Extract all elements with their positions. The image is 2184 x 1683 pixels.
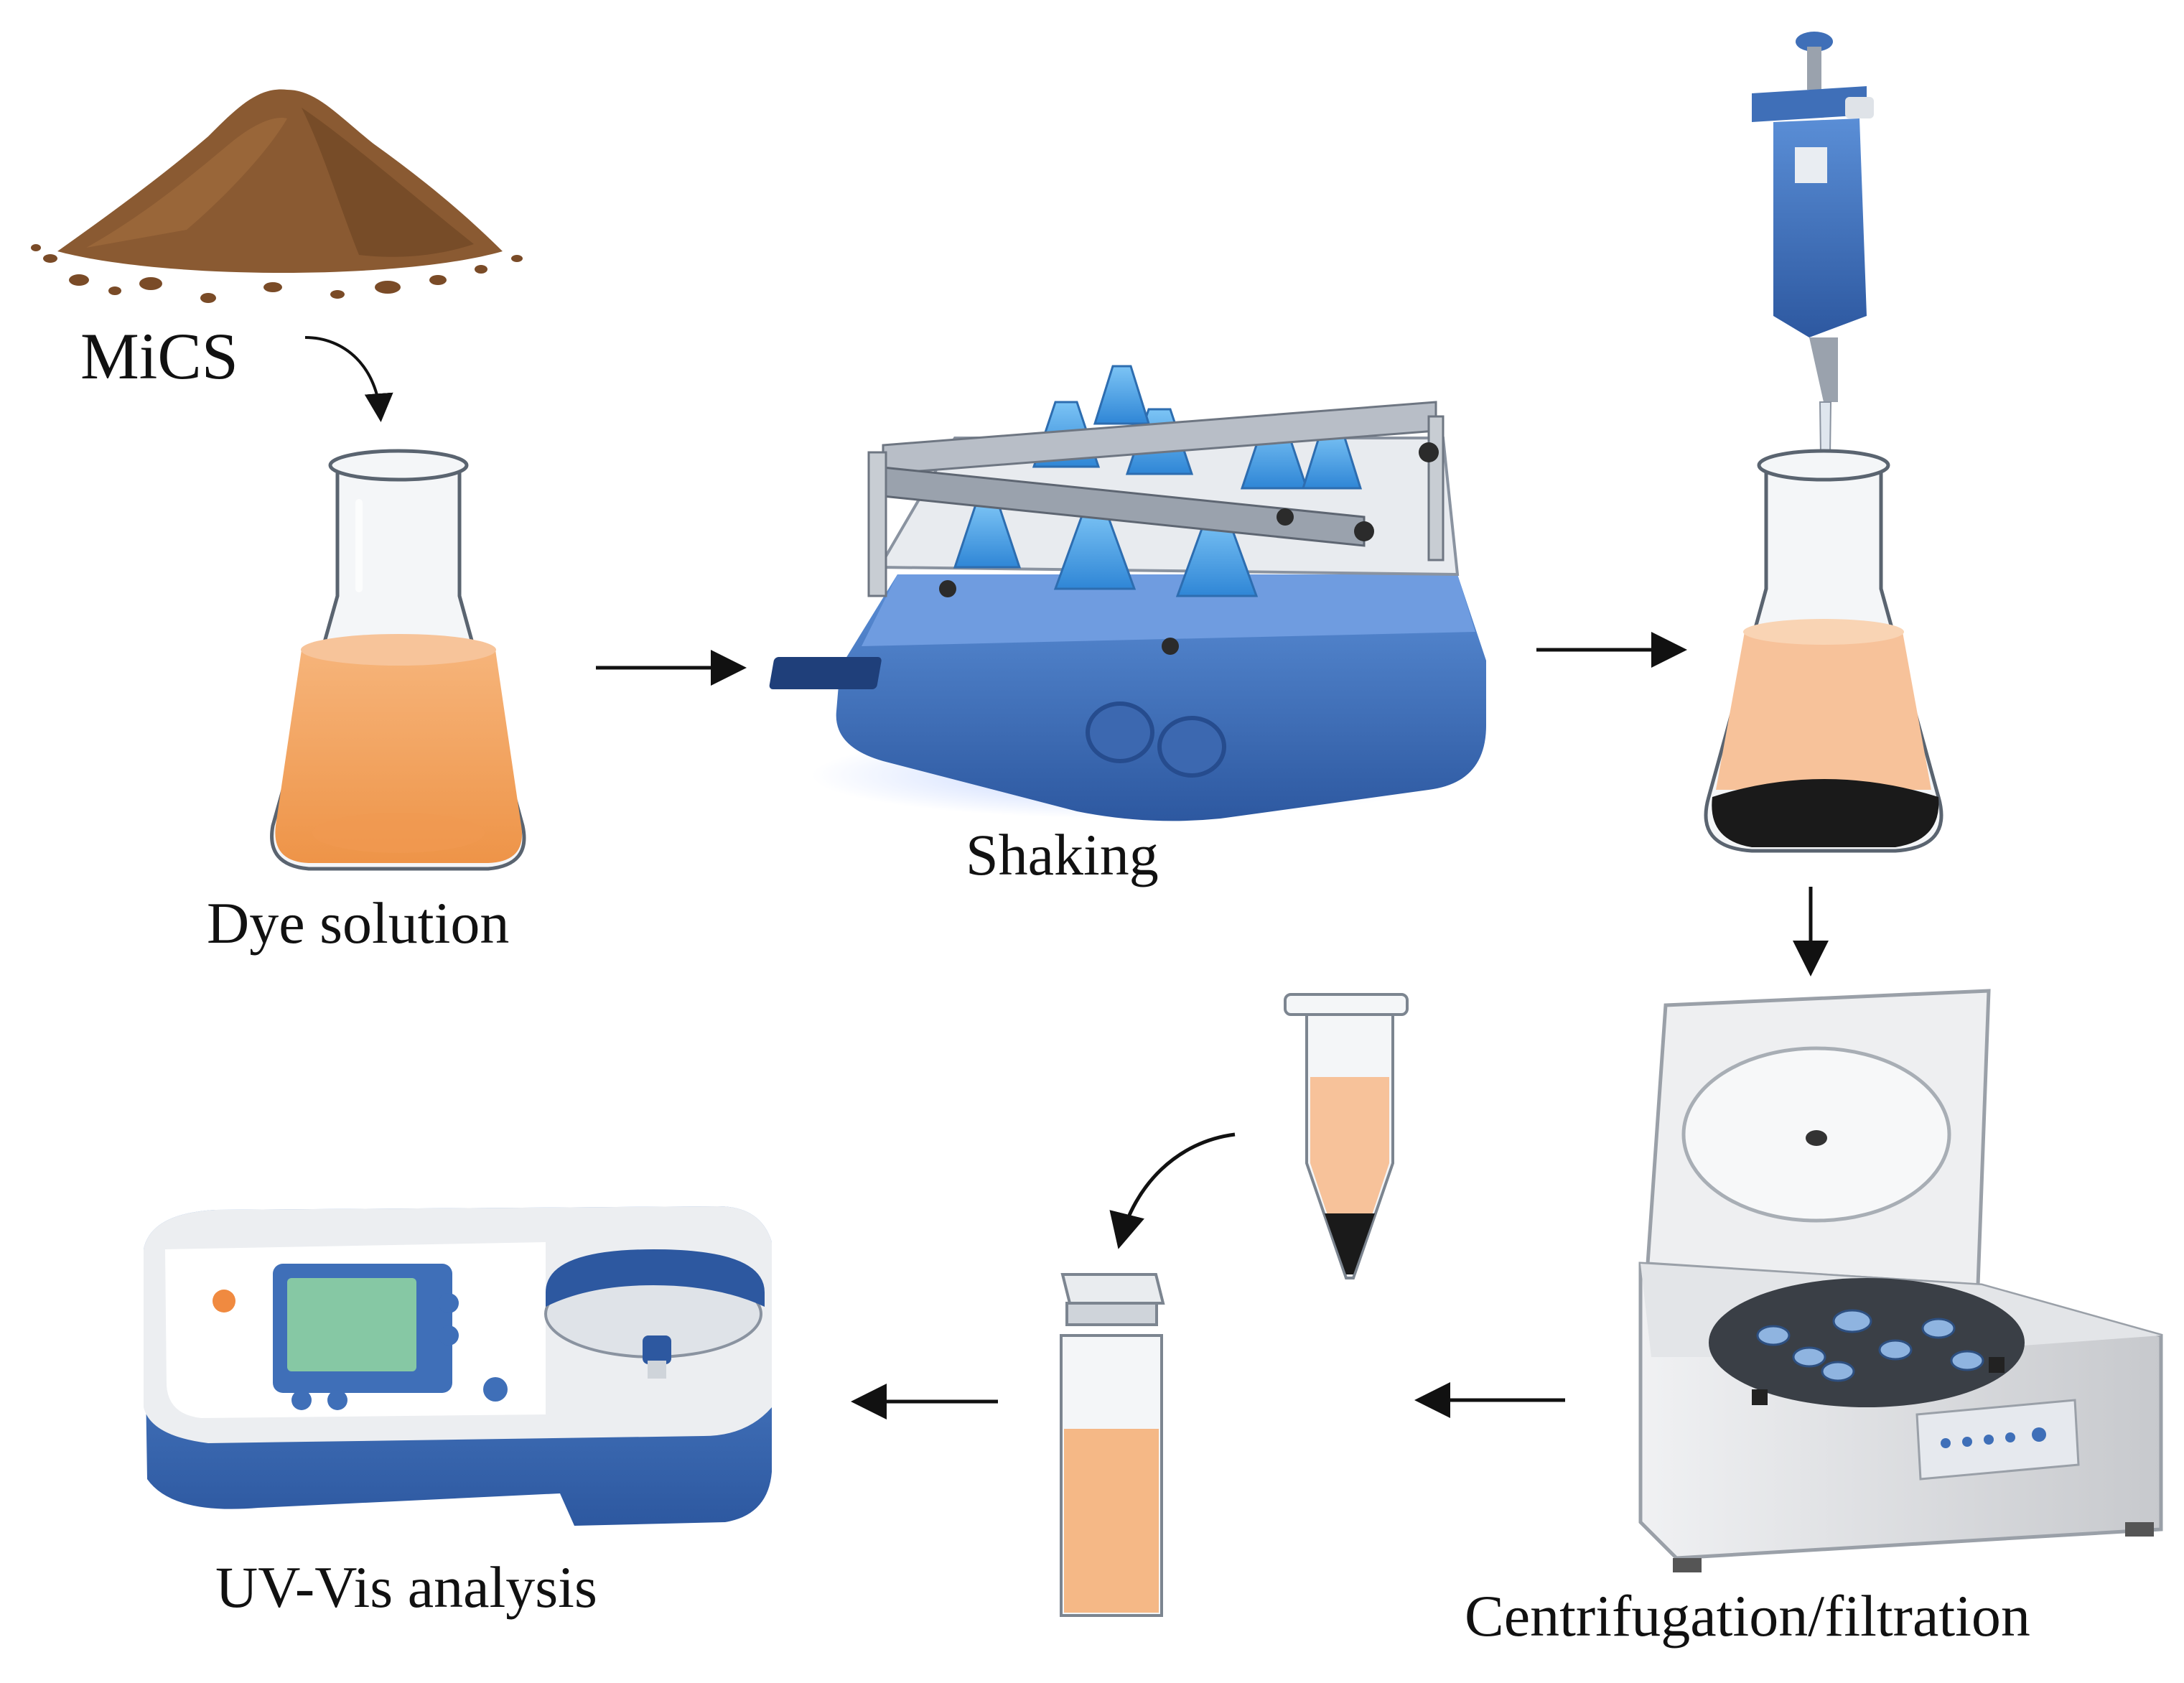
mics-to-flask-arrow — [304, 336, 393, 422]
spectrophotometer-icon — [144, 1206, 772, 1526]
orbital-shaker-icon — [769, 365, 1486, 821]
flask-icon — [270, 449, 526, 871]
microtube-icon — [1284, 993, 1409, 1279]
dye-solution-label: Dye solution — [207, 890, 510, 956]
soil-pile-icon — [31, 89, 523, 303]
flask-with-sediment-icon — [1704, 449, 1943, 853]
centrifugation-label: Centrifugation/filtration — [1465, 1583, 2030, 1649]
uvvis-analysis-label: UV-Vis analysis — [215, 1554, 597, 1620]
shaking-label: Shaking — [966, 822, 1159, 887]
centrifuge-icon — [1638, 989, 2163, 1572]
tube-to-cuvette-arrow — [1109, 1132, 1236, 1249]
cuvette-icon — [1060, 1273, 1165, 1617]
mics-label: MiCS — [80, 320, 238, 393]
